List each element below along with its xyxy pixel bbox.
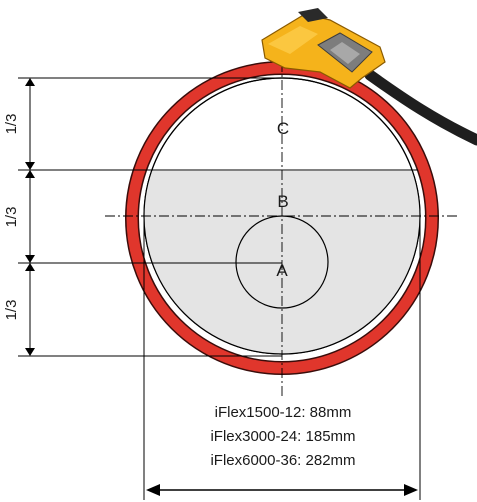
probe-connector xyxy=(261,8,386,89)
third-label-middle: 1/3 xyxy=(3,207,20,228)
cable xyxy=(364,69,477,146)
zone-label-a: A xyxy=(276,261,288,280)
zone-label-b: B xyxy=(277,192,288,211)
size-label-iflex3000: iFlex3000-24: 185mm xyxy=(210,428,355,445)
size-label-iflex6000: iFlex6000-36: 282mm xyxy=(210,452,355,469)
third-label-bottom: 1/3 xyxy=(3,300,20,321)
third-label-top: 1/3 xyxy=(3,114,20,135)
size-label-iflex1500: iFlex1500-12: 88mm xyxy=(215,404,352,421)
zone-label-c: C xyxy=(277,119,289,138)
